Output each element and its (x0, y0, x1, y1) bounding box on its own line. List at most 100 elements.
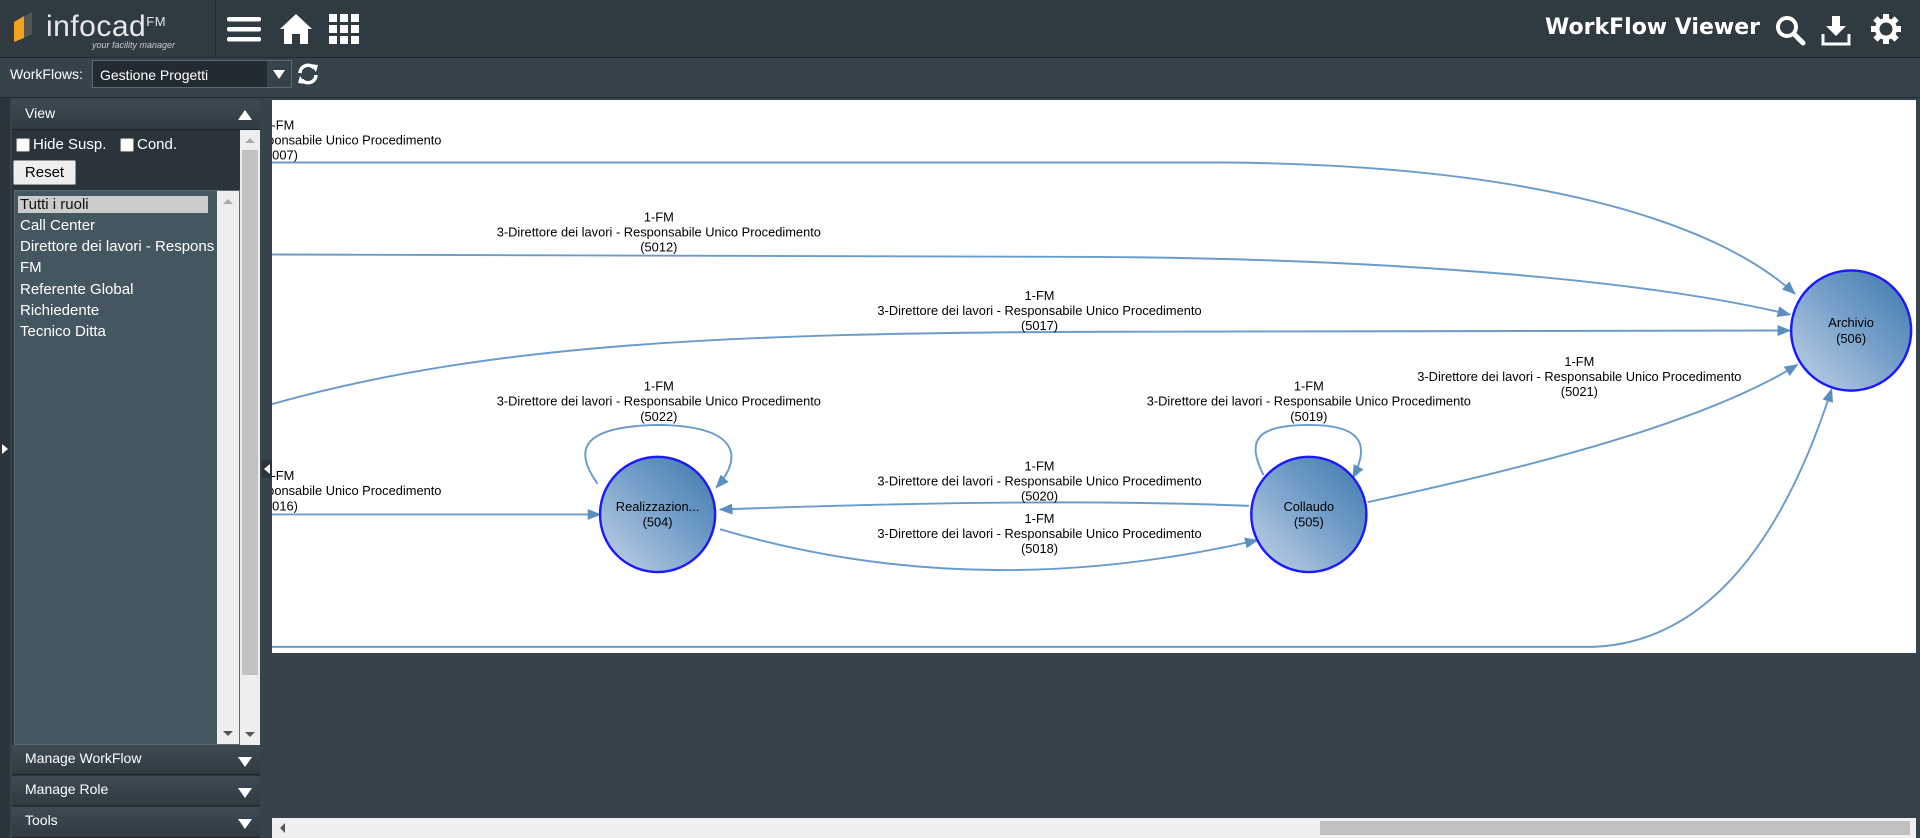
home-icon[interactable] (278, 12, 314, 46)
edge-label-line: 3-Direttore dei lavori - Responsabile Un… (497, 224, 821, 239)
edge-label-line: 1-FM (272, 117, 294, 132)
reset-button[interactable]: Reset (13, 160, 76, 185)
arrow-right-icon (2, 444, 8, 454)
edge-label-5022: 1-FM3-Direttore dei lavori - Responsabil… (497, 379, 821, 424)
node-504[interactable]: Realizzazion...(504) (598, 455, 717, 574)
search-icon[interactable] (1774, 14, 1806, 46)
node-label: Realizzazion... (616, 499, 700, 514)
gear-icon[interactable] (1870, 13, 1902, 45)
edge-label-line: (5020) (1021, 488, 1058, 503)
workflow-select[interactable]: Gestione Progetti (92, 60, 292, 88)
edge-label-line: (5017) (1021, 318, 1058, 333)
infocad-logo[interactable]: infocadFM your facility manager (8, 8, 208, 50)
node-code: (505) (1294, 515, 1324, 530)
role-list[interactable]: Tutti i ruoli Call Center Direttore dei … (14, 190, 240, 745)
panel-header-view[interactable]: View (12, 100, 260, 130)
splitter-collapse-button[interactable] (262, 460, 272, 478)
edge-label-5017: 1-FM3-Direttore dei lavori - Responsabil… (877, 288, 1201, 333)
role-item[interactable]: Direttore dei lavori - Responsabile Unic… (20, 238, 215, 255)
edge-label-line: 1-FM (272, 468, 294, 483)
checkbox-box[interactable] (16, 137, 30, 152)
role-item[interactable]: FM (20, 259, 42, 276)
edge-5018 (719, 528, 1259, 572)
role-item[interactable]: Richiedente (20, 302, 100, 319)
workflow-graph[interactable]: Realizzazion...(504) Collaudo(505) Archivi… (272, 100, 1916, 653)
edge-label-line: 3-Direttore dei lavori - Responsabile Un… (877, 526, 1201, 541)
edge-label-line: 3-Direttore dei lavori - Responsabile Un… (877, 303, 1201, 318)
panel-header-manage-workflow[interactable]: Manage WorkFlow (12, 745, 260, 775)
chevron-down-icon (238, 757, 252, 767)
edge-label-5007: 1-FM3-Direttore dei lavori - Responsabil… (272, 117, 441, 162)
sidebar: View Hide Susp. Cond. Reset Tutti i ruol… (12, 100, 260, 838)
hide-susp-checkbox[interactable]: Hide Susp. (16, 136, 106, 153)
chevron-down-icon (238, 819, 252, 829)
edge-label-line: (5019) (1290, 409, 1327, 424)
edge-label-line: 3-Direttore dei lavori - Responsabile Un… (272, 483, 441, 498)
edge-label-line: 1-FM (1025, 511, 1055, 526)
panel-title: Manage Role (25, 781, 109, 797)
view-panel-scrollbar[interactable] (240, 130, 260, 745)
panel-header-manage-role[interactable]: Manage Role (12, 776, 260, 806)
node-506[interactable]: Archivio(506) (1789, 269, 1913, 392)
edge-5021 (1367, 364, 1799, 504)
role-item[interactable]: Call Center (20, 217, 96, 234)
role-item[interactable]: Tecnico Ditta (20, 323, 106, 340)
view-panel-body: Hide Susp. Cond. Reset Tutti i ruoli Cal… (12, 130, 240, 745)
arrow-left-icon[interactable] (280, 823, 285, 833)
edge-5020 (718, 501, 1249, 515)
panel-title: Manage WorkFlow (25, 750, 142, 766)
edge-label-5020: 1-FM3-Direttore dei lavori - Responsabil… (877, 458, 1201, 503)
apps-grid-icon[interactable] (326, 12, 362, 46)
role-item[interactable]: Referente Global (20, 281, 134, 298)
edge-bottom (272, 388, 1833, 648)
chevron-down-icon (238, 788, 252, 798)
download-icon[interactable] (1820, 14, 1852, 46)
chevron-up-icon (238, 110, 252, 120)
hide-susp-label: Hide Susp. (33, 136, 107, 153)
logo-tagline: your facility manager (92, 40, 176, 50)
checkbox-box[interactable] (120, 137, 134, 152)
workflows-label: WorkFlows: (10, 66, 83, 82)
edge-label-5012: 1-FM3-Direttore dei lavori - Responsabil… (497, 209, 821, 254)
cond-checkbox[interactable]: Cond. (120, 136, 177, 153)
node-label: Archivio (1828, 315, 1874, 330)
edge-label-line: (5022) (640, 409, 677, 424)
edge-label-line: 3-Direttore dei lavori - Responsabile Un… (1417, 369, 1741, 384)
role-item[interactable]: Tutti i ruoli (18, 196, 208, 213)
edge-label-line: 3-Direttore dei lavori - Responsabile Un… (877, 473, 1201, 488)
node-circle[interactable] (1789, 269, 1913, 392)
menu-icon[interactable] (226, 12, 262, 46)
node-circle[interactable] (1250, 455, 1368, 574)
edge-label-line: (5012) (640, 240, 677, 255)
edge-label-line: (5018) (1021, 541, 1058, 556)
workflow-toolbar: WorkFlows: Gestione Progetti (0, 58, 1920, 98)
edge-5017 (272, 325, 1792, 406)
edge-label-line: 1-FM (644, 209, 674, 224)
graph-horizontal-scrollbar[interactable] (272, 818, 1916, 838)
sidebar-collapse-strip[interactable] (0, 98, 10, 838)
role-list-scrollbar[interactable] (217, 191, 239, 744)
node-505[interactable]: Collaudo(505) (1250, 455, 1368, 574)
edge-label-5021: 1-FM3-Direttore dei lavori - Responsabil… (1417, 354, 1741, 399)
page-title: WorkFlow Viewer (1545, 15, 1760, 40)
edge-label-line: 3-Direttore dei lavori - Responsabile Un… (497, 394, 821, 409)
logo-mark-icon (14, 12, 32, 42)
refresh-icon[interactable] (296, 62, 320, 86)
edge-label-line: (5007) (272, 148, 298, 163)
scrollbar-thumb[interactable] (242, 150, 258, 675)
edge-label-line: 1-FM (1294, 379, 1324, 394)
panel-title: Tools (25, 812, 58, 828)
edge-label-line: (5016) (272, 498, 298, 513)
edge-label-5018: 1-FM3-Direttore dei lavori - Responsabil… (877, 511, 1201, 556)
edge-label-line: 1-FM (1564, 354, 1594, 369)
node-label: Collaudo (1283, 499, 1334, 514)
edge-5007 (272, 161, 1796, 295)
scrollbar-thumb[interactable] (1320, 821, 1910, 835)
node-circle[interactable] (598, 455, 717, 574)
app-header: infocadFM your facility manager WorkFlow… (0, 0, 1920, 58)
chevron-down-icon[interactable] (267, 61, 291, 87)
panel-title: View (25, 105, 56, 121)
panel-header-tools[interactable]: Tools (12, 807, 260, 838)
workflow-graph-svg: Realizzazion...(504) Collaudo(505) Archivi… (272, 117, 1913, 648)
edge-label-5019: 1-FM3-Direttore dei lavori - Responsabil… (1147, 379, 1471, 424)
